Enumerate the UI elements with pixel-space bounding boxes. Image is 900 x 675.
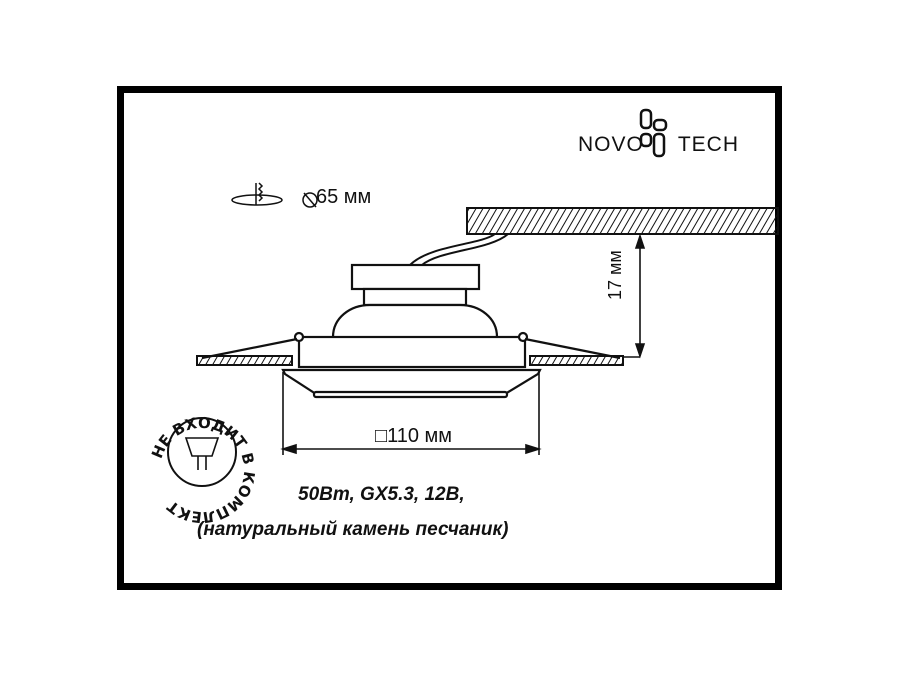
power-cable [409,233,509,266]
height-label: 17 мм [605,250,625,300]
mounting-springs [201,337,621,360]
height-dimension-arrow [623,233,646,359]
lamp-bulb-icon [184,437,220,470]
square-icon: □ [375,425,388,447]
novotech-logo-icon [639,108,668,158]
ceiling-slab [466,207,779,235]
diameter-icon [302,192,318,208]
ceiling-cutout-icon [231,182,283,206]
width-label: □110 мм [375,425,453,447]
ceiling-panel-left [196,355,293,366]
lamp-fixture [281,263,542,399]
ceiling-panel-right [529,355,624,366]
spec-material-line: (натуральный камень песчаник) [197,519,509,540]
not-included-badge: НЕ ВХОДИТ В КОМПЛЕКТ [148,414,258,527]
svg-text:НЕ ВХОДИТ В КОМПЛЕКТ: НЕ ВХОДИТ В КОМПЛЕКТ [148,414,258,527]
spec-power-line: 50Вт, GX5.3, 12В, [298,484,465,505]
cutout-diameter-label: 65 мм [316,186,372,208]
width-dimension-arrow [280,372,542,455]
